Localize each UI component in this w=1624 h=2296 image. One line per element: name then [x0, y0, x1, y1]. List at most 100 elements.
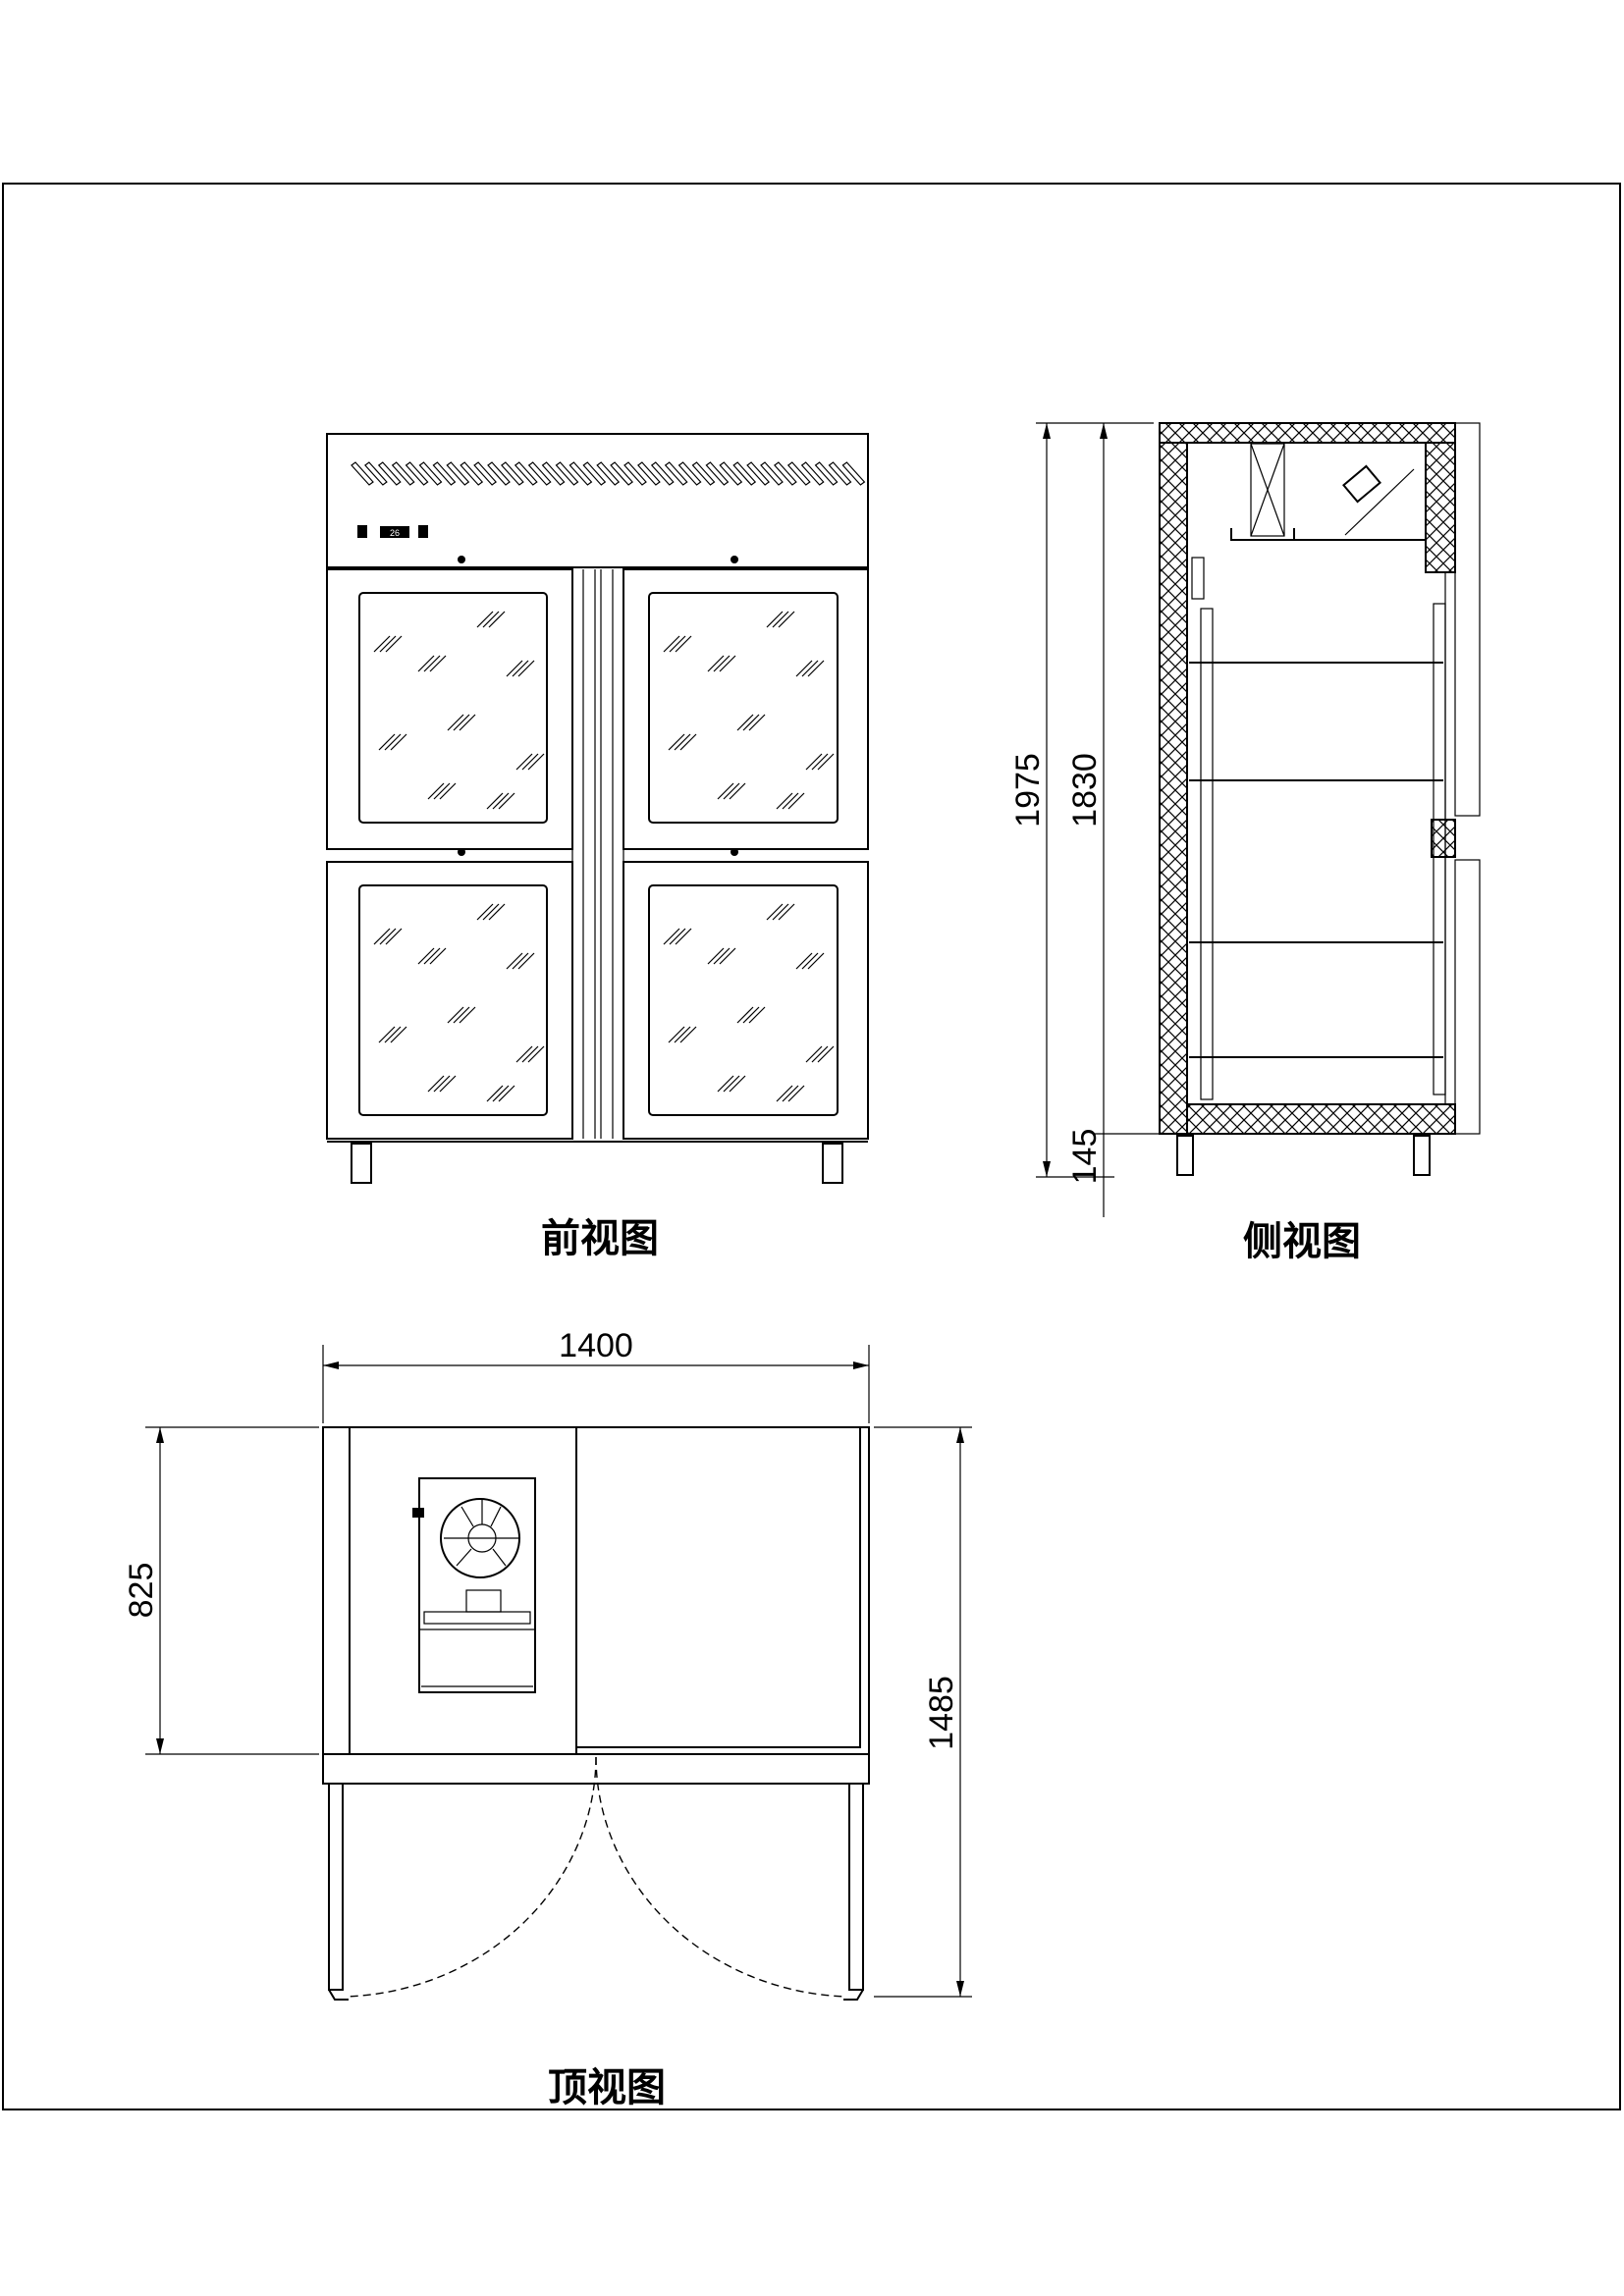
vent-slot — [623, 461, 647, 486]
insulation-front-top — [1425, 442, 1456, 573]
glass-mark — [476, 903, 494, 921]
door-upper-right — [623, 568, 869, 850]
vent-slot — [351, 461, 374, 486]
glass-mark — [439, 782, 457, 800]
glass-mark — [378, 1026, 396, 1043]
control-panel: 26 — [357, 525, 428, 538]
glass-mark — [390, 733, 407, 751]
glass-mark — [713, 655, 731, 672]
glass-mark — [506, 952, 523, 970]
vent-slot — [377, 461, 402, 486]
vent-slot — [596, 461, 621, 486]
glass-mark — [748, 1006, 766, 1024]
vent-slot — [555, 461, 579, 486]
leg — [822, 1143, 843, 1184]
condensing-unit-compartment — [349, 1426, 577, 1755]
evaporator — [1250, 443, 1285, 537]
glass-mark — [801, 660, 819, 677]
vent-slot — [610, 461, 633, 486]
top-view-label: 顶视图 — [548, 2065, 666, 2110]
glass-mark — [486, 792, 504, 810]
glass-mark — [766, 611, 784, 628]
vent-slot — [568, 461, 593, 486]
glass-mark — [748, 714, 766, 731]
glass-mark — [782, 792, 799, 810]
dimension-1830: 1830 — [1066, 753, 1104, 828]
glass-mark — [433, 782, 451, 800]
vent-slot — [841, 461, 866, 486]
glass-mark — [517, 952, 535, 970]
glass-mark — [742, 1006, 760, 1024]
glass-mark — [384, 733, 402, 751]
vent-slot — [786, 461, 811, 486]
door-swing-arc-left — [345, 1756, 597, 1998]
glass-mark — [417, 655, 435, 672]
front-view-label: 前视图 — [541, 1216, 659, 1261]
glass-reflection-marks — [373, 611, 835, 1102]
glass-mark — [717, 1075, 734, 1093]
lock-icon — [731, 556, 738, 563]
glass-mark — [427, 782, 445, 800]
glass-mark — [811, 753, 829, 771]
glass-mark — [506, 660, 523, 677]
glass-mark — [459, 714, 476, 731]
glass-mark — [447, 1006, 464, 1024]
vent-slot — [800, 461, 825, 486]
vent-slot — [732, 461, 757, 486]
door-swing-arc-right — [595, 1756, 847, 1998]
vent-slot — [650, 461, 675, 486]
glass-mark — [423, 947, 441, 965]
glass-mark — [795, 952, 813, 970]
insulation-bottom — [1186, 1103, 1456, 1135]
vent-slot — [677, 461, 702, 486]
vent-slot — [432, 461, 457, 486]
glass-mark — [736, 714, 754, 731]
glass-mark — [492, 792, 510, 810]
glass-pane — [358, 884, 548, 1116]
door-profile-lower — [1454, 859, 1481, 1135]
glass-mark — [776, 1085, 793, 1102]
glass-mark — [527, 753, 545, 771]
glass-mark — [776, 792, 793, 810]
door-lower-left — [326, 861, 573, 1140]
glass-mark — [817, 1045, 835, 1063]
vent-slot — [514, 461, 538, 486]
glass-mark — [423, 655, 441, 672]
storage-compartment — [575, 1426, 861, 1748]
door-left-open — [328, 1783, 344, 1991]
glass-mark — [679, 1026, 697, 1043]
temperature-display-value: 26 — [390, 528, 400, 538]
glass-pane — [648, 592, 839, 824]
glass-mark — [742, 714, 760, 731]
vent-slot — [364, 461, 388, 486]
glass-mark — [521, 753, 539, 771]
vent-slot — [705, 461, 730, 486]
glass-mark — [713, 947, 731, 965]
glass-mark — [719, 655, 736, 672]
glass-mark — [527, 1045, 545, 1063]
glass-mark — [736, 1006, 754, 1024]
vent-slot — [664, 461, 688, 486]
glass-mark — [795, 660, 813, 677]
glass-mark — [390, 1026, 407, 1043]
leg — [1413, 1135, 1431, 1176]
glass-mark — [707, 655, 725, 672]
glass-mark — [378, 733, 396, 751]
controller-box — [1191, 557, 1205, 600]
glass-mark — [723, 1075, 740, 1093]
glass-mark — [427, 1075, 445, 1093]
glass-mark — [515, 1045, 533, 1063]
vent-slots — [351, 461, 866, 486]
glass-mark — [778, 903, 795, 921]
cabinet-outline — [322, 1426, 870, 1785]
glass-mark — [663, 928, 680, 945]
glass-mark — [447, 714, 464, 731]
glass-mark — [811, 1045, 829, 1063]
glass-mark — [679, 733, 697, 751]
glass-mark — [482, 903, 500, 921]
glass-mark — [663, 635, 680, 653]
top-panel — [326, 433, 869, 568]
glass-mark — [675, 928, 692, 945]
glass-mark — [729, 1075, 746, 1093]
vent-slot — [487, 461, 511, 486]
